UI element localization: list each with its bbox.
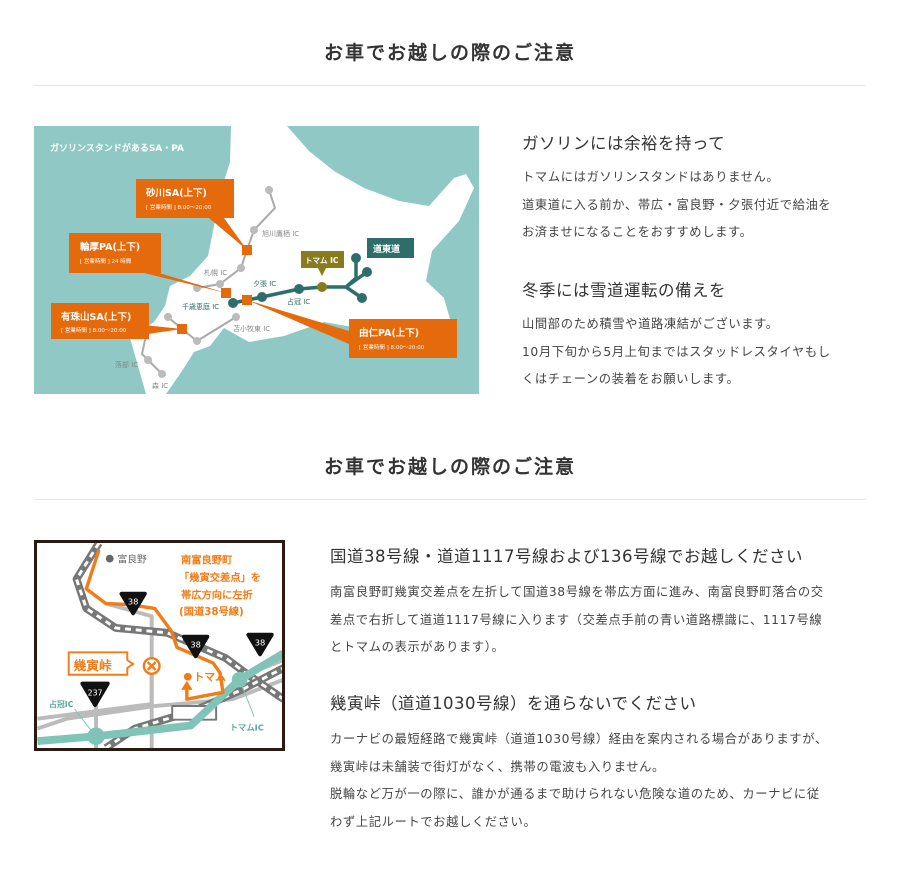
block-heading: 冬季には雪道運転の備えを (522, 281, 726, 300)
ic-label: 落部 IC (115, 360, 138, 369)
route-237-shield: 237 (80, 681, 110, 707)
body-text: 南富良野町幾寅交差点を左折して国道38号線を帯広方面に進み、南富良野町落合の交 (330, 585, 824, 599)
route-38-shield: 38 (181, 634, 210, 659)
divider (34, 499, 866, 500)
route-advice: 国道38号線・道道1117号線および136号線でお越しください 南富良野町幾寅交… (330, 543, 824, 662)
callout-sunagawa-sa: 砂川SA(上下) [ 営業時間 ] 8:00〜20:00 (136, 179, 234, 218)
ikutora-pass-label: 幾寅峠 (67, 651, 135, 676)
tomamu-marker (183, 672, 192, 681)
ic-label: 旭川鷹栖 IC (262, 229, 299, 238)
svg-text:38: 38 (128, 597, 139, 607)
svg-text:帯広方向に左折: 帯広方向に左折 (181, 589, 254, 602)
body-text: 山間部のため積雪や道路凍結がございます。 (522, 317, 779, 331)
svg-text:[ 営業時間 ] 8:00〜20:00: [ 営業時間 ] 8:00〜20:00 (61, 326, 127, 334)
fuel-advice: ガソリンには余裕を持って トマムにはガソリンスタンドはありません。 道東道に入る… (522, 130, 831, 247)
tomamu-ic-label: トマムIC (230, 722, 264, 732)
map-heading: ガソリンスタンドがあるSA・PA (50, 142, 184, 154)
furano-marker (105, 554, 114, 563)
svg-text:トマム IC: トマム IC (305, 256, 339, 265)
body-text: 差点で右折して道道1117号線に入ります（交差点手前の青い道路標識に、1117号… (330, 612, 823, 627)
svg-text:[ 営業時間 ] 8:00〜20:00: [ 営業時間 ] 8:00〜20:00 (146, 203, 212, 211)
ic-label: 森 IC (152, 381, 168, 390)
ic-label: 夕張 IC (253, 279, 276, 288)
route-map: 富良野 南富良野町 「幾寅交差点」を 帯広方向に左折 (国道38号線) 幾寅峠 … (34, 540, 286, 752)
route-38-shield: 38 (119, 591, 147, 616)
body-text: わず上記ルートでお越しください。 (330, 814, 537, 829)
route-38-shield: 38 (246, 632, 274, 657)
svg-text:輪厚PA(上下): 輪厚PA(上下) (80, 241, 140, 253)
block-heading: ガソリンには余裕を持って (522, 134, 726, 153)
body-text: 脱輪など万が一の際に、誰かが通るまで助けられない危険な道のため、カーナビに従 (330, 787, 820, 801)
svg-text:道東道: 道東道 (373, 243, 400, 255)
svg-text:有珠山SA(上下): 有珠山SA(上下) (61, 311, 131, 323)
svg-text:砂川SA(上下): 砂川SA(上下) (146, 187, 207, 199)
svg-text:38: 38 (190, 639, 201, 649)
svg-text:由仁PA(上下): 由仁PA(上下) (359, 327, 419, 339)
svg-text:38: 38 (255, 638, 266, 648)
svg-text:幾寅峠: 幾寅峠 (74, 658, 112, 673)
block-heading: 幾寅峠（道道1030号線）を通らないでください (330, 694, 697, 713)
body-text: 10月下旬から5月上旬まではスタッドレスタイヤもし (522, 344, 831, 359)
callout-usuzan-sa: 有珠山SA(上下) [ 営業時間 ] 8:00〜20:00 (51, 303, 149, 339)
winter-advice: 冬季には雪道運転の備えを 山間部のため積雪や道路凍結がございます。 10月下旬か… (522, 277, 831, 394)
body-text: トマムにはガソリンスタンドはありません。 (522, 170, 780, 184)
tomamu-label: トマム (194, 671, 226, 684)
body-text: 幾寅峠は未舗装で街灯がなく、携帯の電波も入りません。 (330, 759, 665, 774)
ikutora-warning: 幾寅峠（道道1030号線）を通らないでください カーナビの最短経路で幾寅峠（道道… (330, 690, 828, 836)
body-text: くはチェーンの装着をお願いします。 (522, 372, 740, 386)
ic-label: 札幌 IC (204, 268, 227, 277)
ic-label: 苫小牧東 IC (233, 324, 270, 333)
doutoudou-label: 道東道 (367, 238, 414, 258)
section-title: お車でお越しの際のご注意 (323, 456, 576, 478)
svg-text:(国道38号線): (国道38号線) (179, 605, 244, 618)
divider (34, 85, 866, 86)
svg-text:237: 237 (88, 688, 103, 697)
svg-text:[ 営業時間 ] 8:00〜20:00: [ 営業時間 ] 8:00〜20:00 (359, 343, 425, 351)
section-title: お車でお越しの際のご注意 (323, 42, 576, 64)
body-text: カーナビの最短経路で幾寅峠（道道1030号線）経由を案内される場合がありますが、 (330, 732, 828, 746)
svg-text:[ 営業時間 ] 24 時間: [ 営業時間 ] 24 時間 (80, 257, 132, 265)
block-heading: 国道38号線・道道1117号線および136号線でお越しください (330, 547, 803, 566)
svg-text:南富良野町: 南富良野町 (181, 554, 233, 567)
shimukappu-ic-label: 占冠IC (49, 699, 73, 709)
ic-label: 占冠 IC (287, 297, 310, 306)
tomamu-ic-label: トマム IC (301, 251, 344, 276)
route-instruction: 南富良野町 「幾寅交差点」を 帯広方向に左折 (国道38号線) (179, 554, 261, 619)
ic-label: 千歳恵庭 IC (182, 302, 219, 311)
callout-yuni-pa: 由仁PA(上下) [ 営業時間 ] 8:00〜20:00 (349, 319, 457, 358)
body-text: とトマムの表示があります）。 (330, 640, 505, 654)
closed-x-icon (142, 656, 161, 676)
furano-label: 富良野 (118, 553, 147, 566)
tomamu-ic-marker (317, 282, 327, 292)
body-text: 道東道に入る前か、帯広・富良野・夕張付近で給油を (522, 197, 832, 212)
body-text: お済ませになることをおすすめします。 (522, 225, 753, 239)
svg-text:「幾寅交差点」を: 「幾寅交差点」を (179, 571, 261, 584)
callout-wattsu-pa: 輪厚PA(上下) [ 営業時間 ] 24 時間 (69, 233, 161, 273)
gas-station-map: ガソリンスタンドがあるSA・PA 砂川SA(上下) [ 営業時間 ] 8:00〜2… (34, 126, 479, 394)
